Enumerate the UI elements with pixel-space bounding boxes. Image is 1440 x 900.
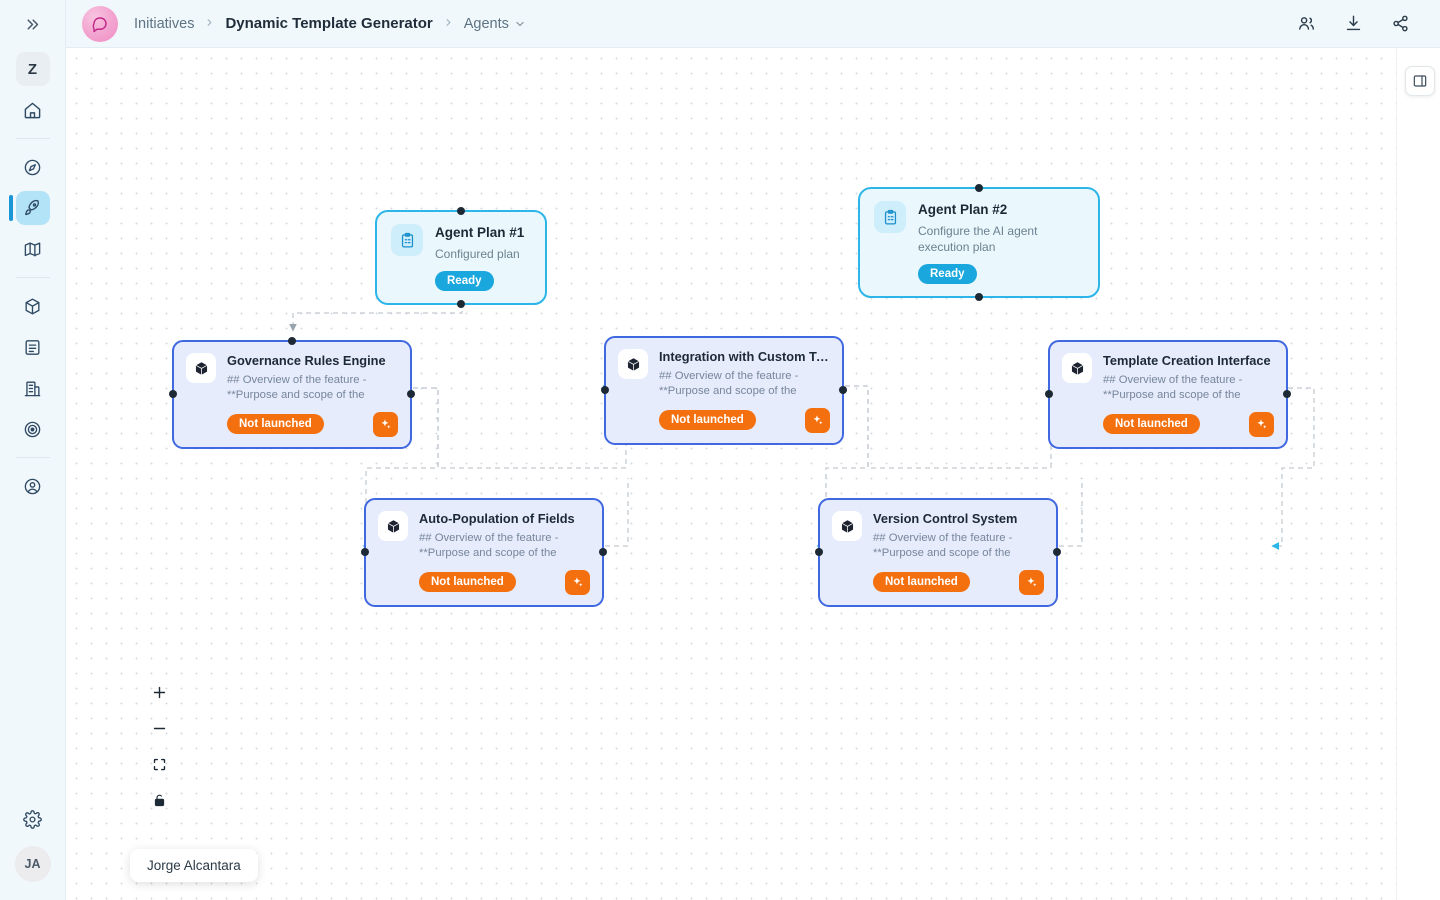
node-title: Template Creation Interface (1103, 353, 1271, 368)
sidebar-divider-1 (15, 138, 50, 139)
user-avatar[interactable]: JA (14, 846, 51, 882)
status-badge: Not launched (227, 414, 324, 435)
sparkles-icon[interactable] (373, 411, 398, 437)
sidebar-item-roadmap[interactable] (16, 232, 50, 266)
node-title: Agent Plan #1 (435, 225, 525, 240)
sidebar-item-products[interactable] (16, 289, 50, 323)
breadcrumb-separator (443, 17, 454, 31)
handle-right[interactable] (1283, 390, 1291, 399)
box-3d-icon (618, 349, 648, 379)
clipboard-icon (874, 201, 906, 233)
box-3d-icon (378, 511, 408, 541)
handle-right[interactable] (1053, 548, 1061, 557)
handle-top[interactable] (457, 207, 465, 215)
node-integration-with-custom-templates[interactable]: Integration with Custom Te… ## Overview … (601, 336, 847, 445)
box-3d-icon (1062, 353, 1092, 383)
status-badge: Not launched (1103, 414, 1200, 435)
workspace-logo[interactable]: Z (15, 52, 50, 86)
sidebar-item-documents[interactable] (16, 330, 50, 364)
node-version-control-system[interactable]: Version Control System ## Overview of th… (815, 498, 1061, 607)
clipboard-icon (391, 224, 423, 256)
left-sidebar: Z (0, 0, 66, 900)
node-description: ## Overview of the feature - **Purpose a… (659, 369, 799, 397)
sparkles-icon[interactable] (805, 407, 830, 433)
sparkles-icon[interactable] (1249, 411, 1274, 437)
breadcrumb: Initiatives Dynamic Template Generator A… (134, 15, 526, 32)
right-panel-edge (1396, 48, 1440, 900)
download-icon[interactable] (1344, 14, 1363, 33)
node-description: ## Overview of the feature - **Purpose a… (419, 531, 559, 559)
status-badge: Ready (918, 263, 977, 284)
node-description: ## Overview of the feature - **Purpose a… (227, 373, 367, 401)
node-auto-population-of-fields[interactable]: Auto-Population of Fields ## Overview of… (361, 498, 607, 607)
node-description: Configured plan (435, 246, 520, 261)
settings-gear-icon[interactable] (16, 802, 50, 836)
breadcrumb-item-agents-label: Agents (463, 15, 509, 32)
users-icon[interactable] (1297, 14, 1316, 33)
panel-right-icon[interactable] (1405, 66, 1435, 96)
zoom-in-button[interactable] (148, 681, 171, 704)
node-description: ## Overview of the feature - **Purpose a… (1103, 373, 1243, 401)
node-governance-rules-engine[interactable]: Governance Rules Engine ## Overview of t… (169, 337, 415, 449)
handle-right[interactable] (839, 386, 847, 395)
chat-bubble-icon[interactable] (82, 5, 118, 42)
node-agent-plan-2[interactable]: Agent Plan #2 Configure the AI agent exe… (858, 184, 1100, 301)
lock-button[interactable] (148, 789, 171, 812)
status-badge: Ready (435, 270, 494, 291)
handle-left[interactable] (601, 386, 609, 395)
box-3d-icon (186, 353, 216, 383)
sidebar-item-initiatives[interactable] (8, 191, 50, 225)
handle-bottom[interactable] (975, 292, 983, 301)
handle-left[interactable] (815, 548, 823, 557)
breadcrumb-separator (204, 17, 215, 31)
breadcrumb-item-agents[interactable]: Agents (464, 16, 526, 32)
sparkles-icon[interactable] (1019, 569, 1044, 595)
top-bar: Initiatives Dynamic Template Generator A… (66, 0, 1440, 48)
chevron-down-icon (514, 18, 526, 30)
zoom-out-button[interactable] (148, 717, 171, 740)
fit-view-button[interactable] (148, 753, 171, 776)
connector-edges (289, 293, 1315, 550)
handle-left[interactable] (1045, 390, 1053, 399)
status-badge: Not launched (419, 572, 516, 593)
sidebar-divider-2 (15, 277, 50, 278)
sidebar-collapse-icon[interactable] (0, 0, 66, 48)
node-agent-plan-1[interactable]: Agent Plan #1 Configured plan Ready (375, 207, 547, 308)
sidebar-item-home[interactable] (16, 93, 50, 127)
status-badge: Not launched (873, 572, 970, 593)
sparkles-icon[interactable] (565, 569, 590, 595)
node-title: Version Control System (873, 511, 1018, 526)
flow-canvas[interactable]: Agent Plan #1 Configured plan Ready Agen… (66, 48, 1440, 900)
main-area: Initiatives Dynamic Template Generator A… (66, 0, 1440, 900)
sidebar-item-account[interactable] (16, 469, 50, 503)
handle-top[interactable] (288, 337, 296, 345)
handle-bottom[interactable] (457, 299, 465, 308)
user-tooltip: Jorge Alcantara (130, 849, 258, 882)
node-title: Agent Plan #2 (918, 202, 1008, 217)
breadcrumb-item-current[interactable]: Dynamic Template Generator (225, 15, 433, 32)
node-description: ## Overview of the feature - **Purpose a… (873, 531, 1013, 559)
handle-left[interactable] (361, 548, 369, 557)
handle-right[interactable] (407, 390, 415, 399)
sidebar-item-discover[interactable] (16, 150, 50, 184)
node-title: Auto-Population of Fields (419, 511, 575, 526)
sidebar-divider-3 (15, 457, 50, 458)
node-template-creation-interface[interactable]: Template Creation Interface ## Overview … (1045, 340, 1291, 449)
sidebar-item-company[interactable] (16, 371, 50, 405)
sidebar-item-goals[interactable] (16, 412, 50, 446)
handle-left[interactable] (169, 390, 177, 399)
box-3d-icon (832, 511, 862, 541)
status-badge: Not launched (659, 410, 756, 431)
share-icon[interactable] (1391, 14, 1410, 33)
node-title: Integration with Custom Te… (659, 349, 830, 364)
node-description: Configure the AI agent execution plan (918, 223, 1038, 254)
canvas-controls (148, 681, 171, 812)
handle-right[interactable] (599, 548, 607, 557)
node-title: Governance Rules Engine (227, 353, 386, 368)
breadcrumb-item-initiatives[interactable]: Initiatives (134, 15, 195, 32)
handle-top[interactable] (975, 184, 983, 192)
topbar-actions (1297, 14, 1424, 33)
